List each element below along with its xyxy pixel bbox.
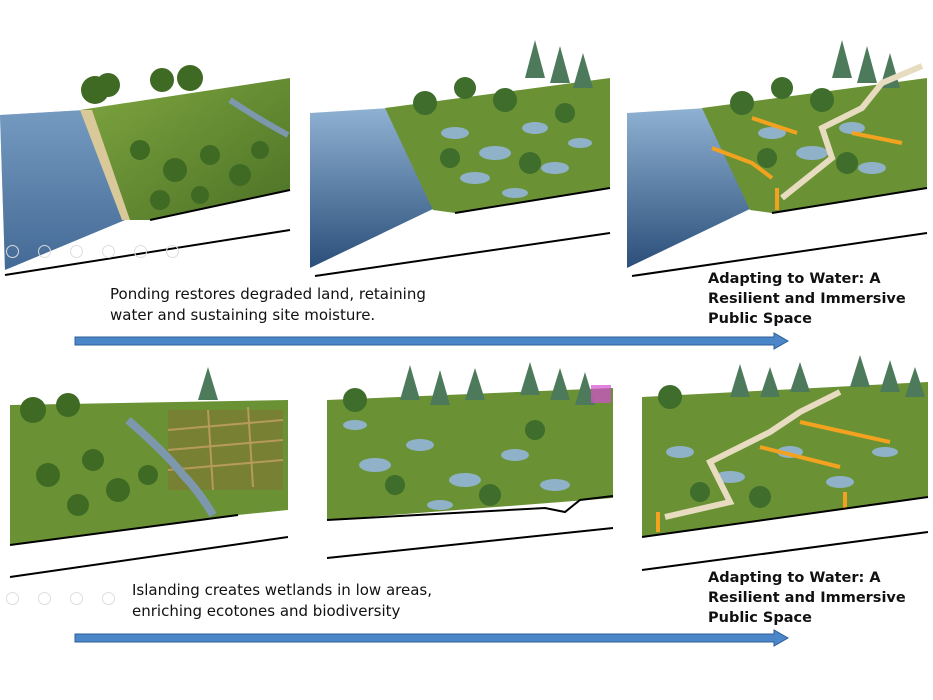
row1-title: Adapting to Water: A Resilient and Immer…: [708, 269, 906, 329]
row1-caption-line: Ponding restores degraded land, retainin…: [110, 285, 426, 303]
row1-caption: Ponding restores degraded land, retainin…: [110, 284, 426, 326]
faint-icon: [166, 245, 179, 258]
row1-title-line: Adapting to Water: A: [708, 271, 881, 287]
faint-icon: [102, 592, 115, 605]
row2-caption-line: Islanding creates wetlands in low areas,: [132, 581, 432, 599]
faint-icon: [70, 245, 83, 258]
row2-caption: Islanding creates wetlands in low areas,…: [132, 580, 432, 622]
row2-title-line: Adapting to Water: A: [708, 570, 881, 586]
row1-title-line: Public Space: [708, 311, 812, 327]
faint-icon: [38, 245, 51, 258]
stage-2-ponding-illustration: [305, 38, 615, 278]
stage-4-stream-illustration: [8, 365, 288, 585]
faint-icon: [102, 245, 115, 258]
row1-progress-arrow: [74, 332, 790, 350]
faint-icon: [38, 592, 51, 605]
row2-title-line: Public Space: [708, 610, 812, 626]
stage-6-wetland-boardwalk-illustration: [640, 352, 930, 577]
faint-icon: [6, 245, 19, 258]
row2-caption-line: enriching ecotones and biodiversity: [132, 602, 401, 620]
faint-icon: [70, 592, 83, 605]
faint-icon: [6, 592, 19, 605]
row2-progress-arrow: [74, 629, 790, 647]
stage-3-boardwalk-illustration: [622, 38, 932, 278]
faint-icon: [134, 245, 147, 258]
row1-caption-line: water and sustaining site moisture.: [110, 306, 376, 324]
row1-title-line: Resilient and Immersive: [708, 291, 906, 307]
faint-toolbar-icons: [6, 245, 179, 258]
row2-title: Adapting to Water: A Resilient and Immer…: [708, 568, 906, 628]
stage-5-islanding-illustration: [325, 360, 615, 565]
faint-toolbar-icons-lower: [6, 592, 115, 605]
row2-title-line: Resilient and Immersive: [708, 590, 906, 606]
